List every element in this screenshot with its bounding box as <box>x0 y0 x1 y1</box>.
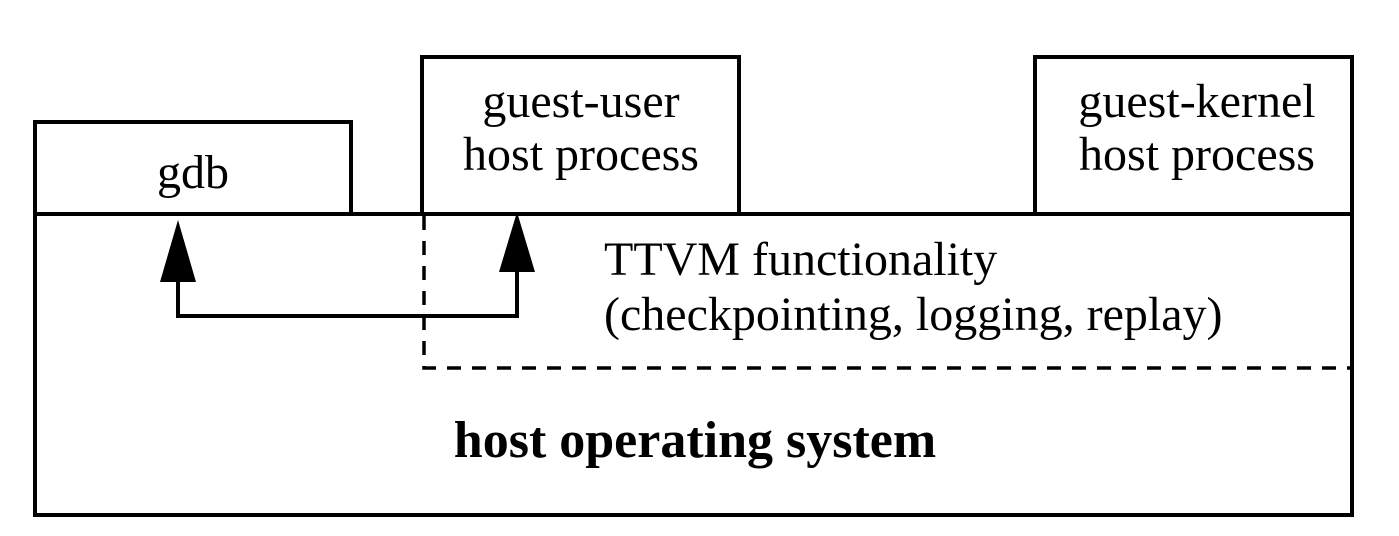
gdb-label: gdb <box>157 146 229 199</box>
guest-user-label-line1: guest-user <box>482 75 679 128</box>
host-os-label: host operating system <box>454 412 936 469</box>
guest-user-label-line2: host process <box>463 128 699 181</box>
ttvm-label-line1: TTVM functionality <box>604 233 997 286</box>
guest-kernel-label-line1: guest-kernel <box>1078 75 1315 128</box>
guest-kernel-label-line2: host process <box>1079 128 1315 181</box>
guest-user-process-frame <box>420 55 741 216</box>
guest-kernel-process-box: guest-kernel host process <box>1033 55 1354 216</box>
arrow-up-icon-gdb <box>160 220 196 282</box>
gdb-box-frame <box>33 120 353 216</box>
ttvm-label-line2: (checkpointing, logging, replay) <box>604 288 1223 341</box>
ttvm-region-border <box>422 216 1352 370</box>
host-os-box <box>33 212 1354 517</box>
arrow-up-icon-guest-user <box>499 212 535 272</box>
guest-user-process-box: guest-user host process <box>420 55 741 216</box>
gdb-box: gdb <box>33 120 353 216</box>
guest-kernel-process-frame <box>1033 55 1354 216</box>
debug-connection-line <box>176 268 519 318</box>
